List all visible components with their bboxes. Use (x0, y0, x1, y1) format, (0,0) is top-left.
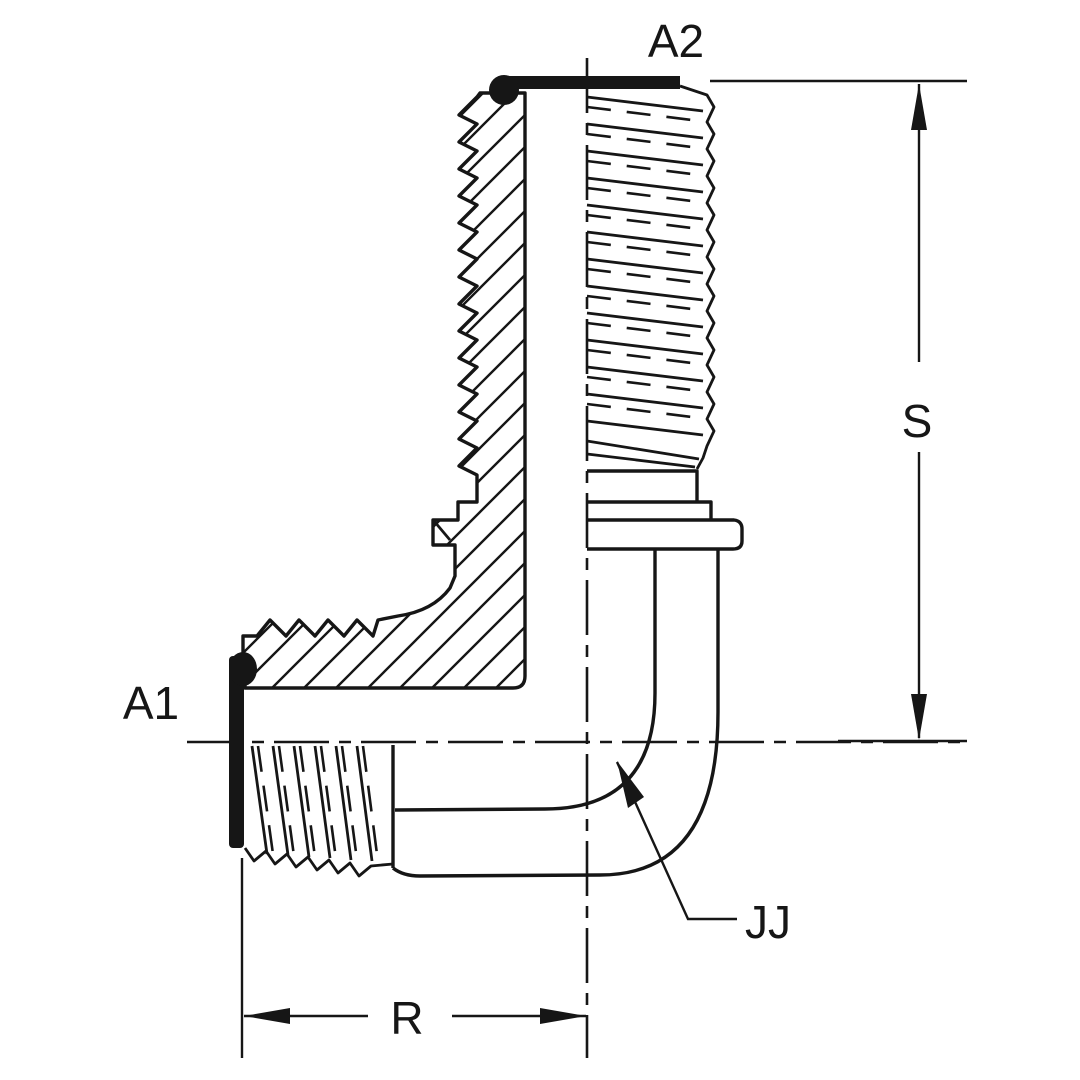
port-a1-face-seal (229, 652, 257, 848)
a2-thread-flanks (586, 95, 704, 437)
label-port-a1: A1 (123, 677, 179, 729)
port-a2-face-seal (489, 75, 680, 105)
a2-thread-crest-edge (679, 84, 716, 470)
a1-face-bar (229, 656, 244, 848)
port-a1-external-thread (243, 745, 394, 878)
arrow-up-icon (911, 84, 927, 130)
collar-band-1 (587, 469, 699, 501)
a2-thread-roots (586, 105, 701, 420)
arrow-left-icon (244, 1008, 290, 1024)
jj-leader-line (615, 761, 737, 921)
hex-collar (587, 469, 744, 551)
a1-thread-flanks (250, 745, 374, 862)
collar-flange (587, 518, 744, 551)
tube-outer-silhouette (391, 549, 720, 878)
dimension-s (710, 79, 967, 743)
sectioned-body (241, 91, 527, 690)
leader-jj (615, 761, 737, 921)
body-section-hatched (241, 91, 527, 690)
label-jj: JJ (745, 896, 791, 948)
a2-thread-runout (586, 439, 700, 469)
hex-corner-edge (432, 520, 452, 541)
collar-band-2 (587, 500, 713, 519)
leader-arrow-icon (617, 761, 644, 808)
port-a2-external-thread (586, 84, 716, 470)
centerlines (187, 58, 967, 1058)
a2-face-bar (508, 76, 680, 89)
a1-thread-roots (256, 745, 380, 863)
label-dim-s: S (902, 395, 933, 447)
a1-oring-icon (229, 652, 257, 686)
dimension-r (240, 858, 586, 1058)
a2-oring-icon (489, 75, 519, 105)
labels: A2 A1 S R JJ (123, 15, 932, 1044)
label-port-a2: A2 (648, 15, 704, 67)
label-dim-r: R (390, 992, 423, 1044)
arrow-right-icon (540, 1008, 586, 1024)
arrow-down-icon (911, 694, 927, 740)
